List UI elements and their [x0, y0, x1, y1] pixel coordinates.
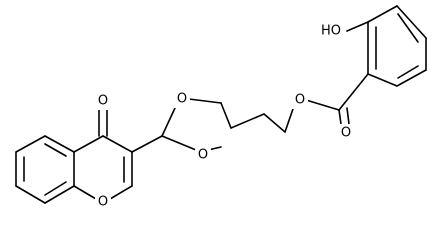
bonds	[15, 5, 427, 204]
bond	[338, 109, 342, 125]
bond	[346, 107, 350, 125]
bond-double-inner	[397, 65, 419, 79]
dioxolane-oxygen-top-label: O	[177, 92, 187, 107]
bond-double-inner	[44, 143, 67, 157]
bond	[15, 135, 46, 153]
label-bg	[338, 124, 354, 142]
label-bg	[195, 146, 211, 164]
atom-labels: O O O O O O HO	[95, 22, 354, 211]
chromone-ring-oxygen-label: O	[98, 195, 108, 210]
bond	[305, 99, 340, 111]
bond	[396, 69, 427, 87]
bond	[263, 113, 286, 133]
bond	[44, 185, 75, 204]
ester-single-oxygen-label: O	[295, 93, 305, 108]
molecule-structure-diagram: O O O O O O HO	[15, 5, 427, 211]
bond	[338, 73, 369, 111]
bond	[346, 21, 369, 32]
label-bg	[95, 193, 111, 211]
bond	[73, 135, 104, 153]
label-bg	[174, 90, 190, 108]
hydroxyl-label: HO	[321, 24, 341, 39]
label-bg	[292, 91, 308, 109]
bond	[396, 5, 427, 39]
bond	[109, 185, 133, 200]
bond	[161, 107, 176, 137]
bond	[230, 113, 265, 129]
bond	[367, 73, 398, 87]
bond-double-inner	[44, 181, 67, 196]
bond	[367, 5, 398, 23]
bond	[220, 102, 232, 129]
bond	[161, 135, 197, 151]
label-bg	[316, 22, 346, 40]
bond-double-inner	[397, 13, 419, 43]
dioxolane-oxygen-bottom-label: O	[198, 148, 208, 163]
bond	[188, 98, 222, 104]
label-bg	[95, 92, 111, 110]
bond	[73, 185, 97, 200]
bond	[131, 135, 163, 153]
bond	[15, 185, 46, 204]
bond	[44, 135, 75, 153]
bond	[284, 105, 295, 133]
bond	[102, 135, 133, 153]
ester-carbonyl-oxygen-label: O	[341, 126, 351, 141]
ketone-oxygen-label: O	[98, 94, 108, 109]
